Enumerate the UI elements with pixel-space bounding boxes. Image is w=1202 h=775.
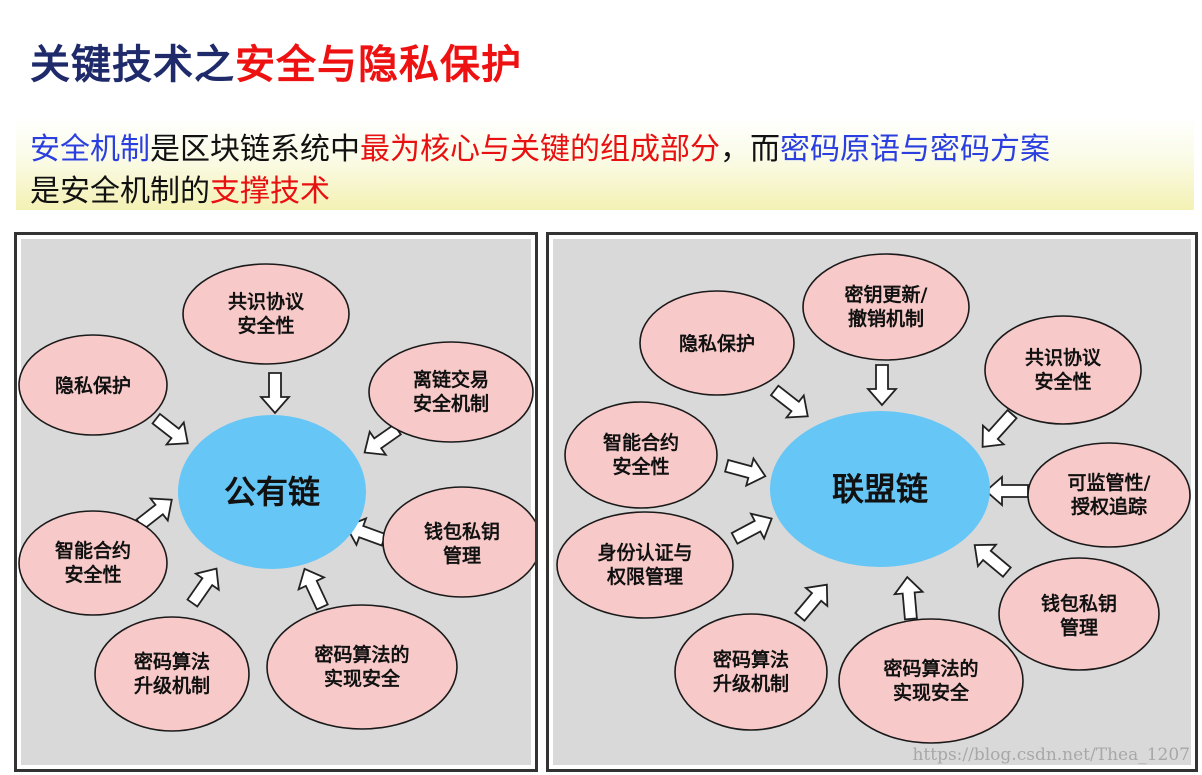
arrow-consensus	[259, 372, 291, 415]
arrow-smart-contract	[724, 456, 767, 488]
node-label: 安全性	[237, 314, 294, 337]
node-label: 共识协议	[1025, 346, 1102, 369]
node-crypto-upgrade: 密码算法 升级机制	[674, 613, 828, 731]
banner-segment: 支撑技术	[210, 174, 330, 209]
node-label: 密码算法的	[883, 657, 978, 680]
arrow-offchain	[363, 423, 403, 456]
node-label: 智能合约	[55, 539, 131, 562]
node-crypto-impl: 密码算法的 实现安全	[266, 604, 458, 730]
arrow-key-update	[866, 364, 898, 407]
arrow-identity	[730, 512, 773, 545]
banner-segment: 是安全机制的	[30, 174, 210, 209]
node-label: 离链交易	[413, 368, 489, 391]
node-label: 实现安全	[893, 681, 970, 704]
node-offchain: 离链交易 安全机制	[368, 341, 534, 443]
node-label: 密钥更新/	[845, 283, 928, 306]
banner-segment: 最为核心与关键的组成部分	[360, 132, 720, 167]
public-chain-panel: 公有链 共识协议 安全性 隐私保护 离链交易 安全机制 智能合约 安全性 钱包私…	[14, 232, 538, 772]
node-label: 实现安全	[324, 667, 401, 690]
arrow-privacy	[769, 384, 809, 419]
node-consensus: 共识协议 安全性	[182, 263, 350, 365]
node-key-update: 密钥更新/ 撤销机制	[802, 253, 970, 361]
node-wallet: 钱包私钥 管理	[998, 557, 1160, 671]
title-highlight: 安全与隐私保护	[235, 42, 522, 88]
node-label: 授权追踪	[1071, 495, 1147, 518]
banner-segment: ，而	[720, 132, 780, 167]
node-label: 安全性	[1034, 370, 1091, 393]
node-label: 管理	[443, 544, 481, 567]
node-wallet: 钱包私钥 管理	[382, 486, 535, 598]
consortium-chain-panel: 联盟链 密钥更新/ 撤销机制 隐私保护 共识协议 安全性 智能合约 安全性 可监…	[546, 232, 1198, 772]
node-label: 共识协议	[228, 290, 305, 313]
node-smart-contract: 智能合约 安全性	[564, 401, 718, 509]
arrow-wallet	[973, 543, 1012, 579]
node-label: 密码算法	[134, 650, 210, 673]
node-label: 升级机制	[713, 672, 789, 695]
node-label: 钱包私钥	[424, 520, 500, 543]
node-label: 权限管理	[606, 565, 683, 588]
watermark: https://blog.csdn.net/Thea_1207	[912, 745, 1190, 765]
title-prefix: 关键技术之	[30, 42, 235, 88]
arrow-crypto-upgrade	[186, 567, 220, 608]
arrow-consensus	[981, 408, 1018, 448]
node-label: 隐私保护	[55, 374, 131, 397]
banner-line-1: 安全机制是区块链系统中最为核心与关键的组成部分，而密码原语与密码方案	[30, 124, 1050, 168]
node-label: 升级机制	[134, 674, 210, 697]
public-chain-diagram: 公有链 共识协议 安全性 隐私保护 离链交易 安全机制 智能合约 安全性 钱包私…	[18, 263, 535, 732]
center-label: 联盟链	[832, 470, 928, 508]
banner-line-2: 是安全机制的支撑技术	[30, 166, 330, 210]
banner-segment: 是区块链系统中	[150, 132, 360, 167]
page-title: 关键技术之安全与隐私保护	[30, 32, 522, 90]
node-crypto-upgrade: 密码算法 升级机制	[94, 616, 250, 732]
arrow-crypto-upgrade	[793, 583, 829, 622]
center-label: 公有链	[224, 473, 320, 511]
node-label: 密码算法	[713, 648, 789, 671]
arrow-crypto-impl	[892, 575, 925, 621]
summary-banner: 安全机制是区块链系统中最为核心与关键的组成部分，而密码原语与密码方案 是安全机制…	[16, 118, 1194, 210]
arrow-privacy	[151, 412, 189, 446]
node-privacy: 隐私保护	[18, 334, 168, 436]
node-label: 隐私保护	[679, 332, 755, 355]
node-label: 撤销机制	[848, 307, 924, 330]
node-label: 安全性	[64, 563, 121, 586]
public-chain-core	[178, 415, 366, 569]
node-label: 钱包私钥	[1041, 592, 1117, 615]
node-label: 安全性	[612, 455, 669, 478]
node-label: 身份认证与	[597, 541, 692, 564]
node-identity: 身份认证与 权限管理	[556, 511, 734, 619]
node-smart-contract: 智能合约 安全性	[18, 510, 168, 616]
node-crypto-impl: 密码算法的 实现安全	[838, 618, 1024, 744]
node-label: 智能合约	[603, 431, 679, 454]
consortium-chain-core	[770, 411, 990, 567]
node-label: 管理	[1060, 616, 1098, 639]
node-supervision: 可监管性/ 授权追踪	[1027, 442, 1191, 548]
node-label: 安全机制	[413, 392, 489, 415]
node-label: 密码算法的	[314, 643, 409, 666]
node-consensus: 共识协议 安全性	[984, 315, 1142, 425]
banner-segment: 安全机制	[30, 132, 150, 167]
consortium-chain-diagram: 联盟链 密钥更新/ 撤销机制 隐私保护 共识协议 安全性 智能合约 安全性 可监…	[556, 253, 1191, 744]
arrow-supervision	[984, 475, 1029, 507]
arrow-crypto-impl	[297, 567, 329, 611]
banner-segment: 密码原语与密码方案	[780, 132, 1050, 167]
node-label: 可监管性/	[1068, 471, 1151, 494]
node-privacy: 隐私保护	[639, 290, 795, 396]
